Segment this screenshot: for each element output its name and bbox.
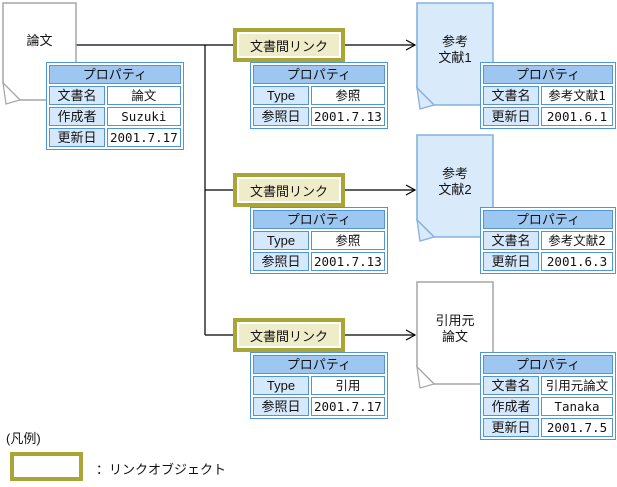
target3-properties-table: プロパティ 文書名 引用元論文 作成者 Tanaka 更新日 2001.7.5 — [480, 352, 616, 440]
link1-properties-table: プロパティ Type 参照 参照日 2001.7.13 — [250, 62, 388, 129]
arrow-link2-to-doc2 — [345, 184, 417, 196]
property-value: 参考文献1 — [541, 86, 613, 105]
table-header: プロパティ — [253, 355, 385, 374]
property-key: 参照日 — [253, 252, 309, 271]
legend-title: (凡例) — [6, 431, 41, 446]
property-key: Type — [253, 86, 309, 105]
target2-properties-table: プロパティ 文書名 参考文献2 更新日 2001.6.3 — [480, 207, 616, 274]
property-key: Type — [253, 376, 309, 395]
property-value: 2001.7.5 — [541, 418, 613, 437]
doc-fold — [2, 81, 22, 105]
property-value: 参照 — [311, 86, 385, 105]
property-key: 文書名 — [483, 231, 539, 250]
property-value: 引用元論文 — [541, 376, 613, 395]
doc-fold — [416, 86, 436, 110]
table-header: プロパティ — [49, 65, 181, 84]
target1-properties-table: プロパティ 文書名 参考文献1 更新日 2001.6.1 — [480, 62, 616, 129]
property-value: 論文 — [107, 86, 181, 105]
property-key: 作成者 — [49, 107, 105, 126]
target3-doc-label: 引用元 論文 — [417, 313, 493, 345]
arrow-link3-to-doc3 — [345, 329, 417, 341]
table-header: プロパティ — [253, 65, 385, 84]
property-value: 2001.7.13 — [311, 252, 385, 271]
doc-fold — [416, 365, 436, 389]
target1-doc-label: 参考 文献1 — [417, 34, 493, 66]
link3-properties-table: プロパティ Type 引用 参照日 2001.7.17 — [250, 352, 388, 419]
doc-label-line2: 文献2 — [438, 182, 472, 197]
link-object-box-1: 文書間リンク — [233, 28, 345, 62]
property-key: 更新日 — [49, 128, 105, 147]
link-box-label: 文書間リンク — [249, 38, 328, 54]
doc-shape-target3 — [416, 281, 494, 389]
link2-properties-table: プロパティ Type 参照 参照日 2001.7.13 — [250, 207, 388, 274]
doc-label-line1: 参考 — [441, 34, 468, 49]
property-key: 参照日 — [253, 107, 309, 126]
property-value: Tanaka — [541, 397, 613, 416]
property-key: 更新日 — [483, 418, 539, 437]
property-value: 2001.7.13 — [311, 107, 385, 126]
doc-label-line1: 参考 — [441, 166, 468, 181]
table-header: プロパティ — [253, 210, 385, 229]
link-object-box-3: 文書間リンク — [233, 318, 345, 352]
property-key: 文書名 — [483, 376, 539, 395]
property-value: Suzuki — [107, 107, 181, 126]
doc-label-line2: 論文 — [441, 329, 468, 344]
property-value: 参考文献2 — [541, 231, 613, 250]
property-key: 文書名 — [483, 86, 539, 105]
link-box-label: 文書間リンク — [249, 328, 328, 344]
property-key: 参照日 — [253, 397, 309, 416]
property-value: 2001.6.1 — [541, 107, 613, 126]
property-value: 参照 — [311, 231, 385, 250]
link-object-box-2: 文書間リンク — [233, 173, 345, 207]
doc-shape-target2 — [416, 134, 494, 242]
property-value: 2001.6.3 — [541, 252, 613, 271]
property-key: 作成者 — [483, 397, 539, 416]
property-key: 更新日 — [483, 107, 539, 126]
property-value: 2001.7.17 — [311, 397, 385, 416]
doc-shape-target1 — [416, 2, 494, 110]
paper-properties-table: プロパティ 文書名 論文 作成者 Suzuki 更新日 2001.7.17 — [46, 62, 184, 150]
legend-item-label: ：リンクオブジェクト — [96, 462, 227, 477]
target2-doc-label: 参考 文献2 — [417, 166, 493, 198]
property-value: 引用 — [311, 376, 385, 395]
legend-link-object-symbol — [10, 452, 83, 481]
link-box-label: 文書間リンク — [249, 183, 328, 199]
table-header: プロパティ — [483, 65, 613, 84]
table-header: プロパティ — [483, 210, 613, 229]
table-header: プロパティ — [483, 355, 613, 374]
property-value: 2001.7.17 — [107, 128, 181, 147]
doc-fold — [416, 218, 436, 242]
property-key: Type — [253, 231, 309, 250]
doc-label-line1: 引用元 — [435, 313, 475, 328]
property-key: 更新日 — [483, 252, 539, 271]
property-key: 文書名 — [49, 86, 105, 105]
doc-label-line2: 文献1 — [438, 50, 472, 65]
paper-doc-label: 論文 — [26, 33, 53, 48]
arrow-link1-to-doc1 — [345, 39, 417, 51]
